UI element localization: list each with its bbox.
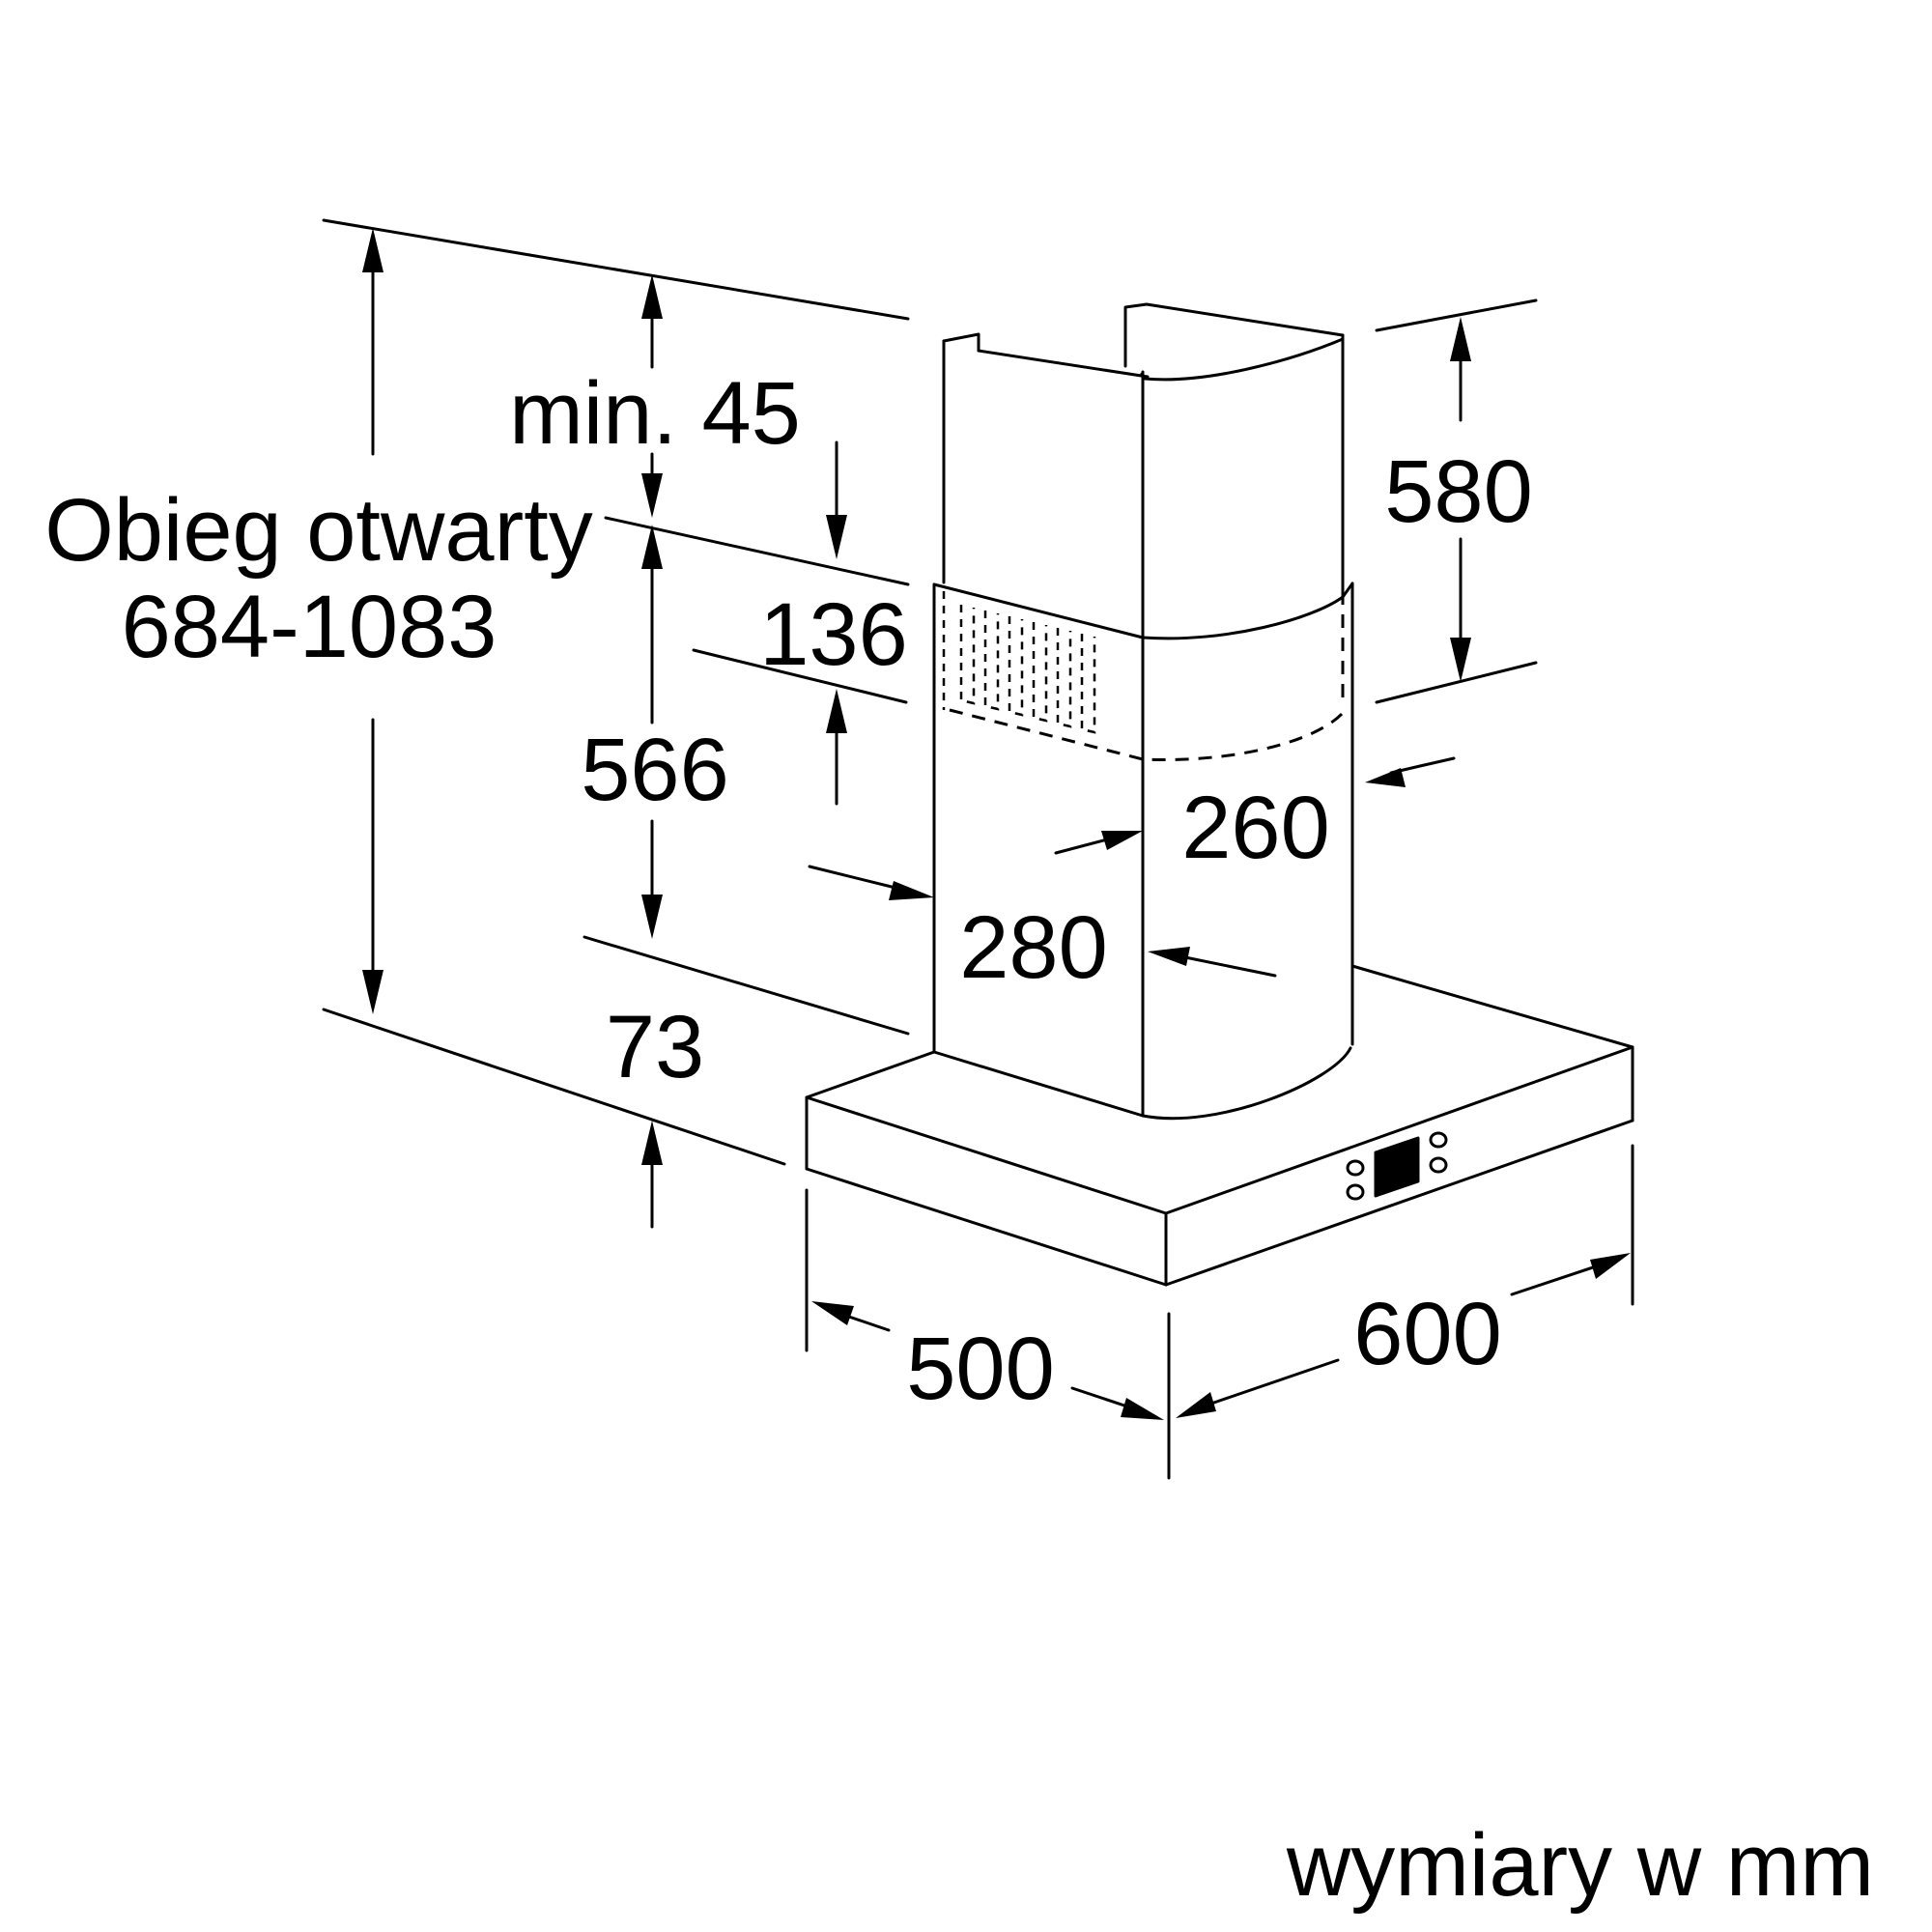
canopy-top-front-right [1164, 1045, 1634, 1215]
upper-chimney-curve [1140, 337, 1345, 382]
canopy-bottom-right [1164, 1119, 1634, 1287]
arrow-136-bottom [826, 689, 847, 733]
upper-chimney-top-left [942, 332, 980, 353]
label-260: 260 [1181, 779, 1330, 877]
arrow-500-left [811, 1301, 854, 1325]
dimension-lines [362, 228, 1631, 1420]
arrow-260-right [1365, 768, 1406, 787]
arrow-580-bottom [1450, 638, 1471, 682]
canopy-top-left [805, 1050, 1145, 1118]
arrow-overall-bottom [362, 970, 384, 1014]
canopy-bottom-left [805, 1167, 1168, 1287]
upper-chimney-top-edge [977, 349, 1150, 379]
arrow-min45-top [641, 274, 663, 319]
dim-280-right [1179, 954, 1277, 978]
control-button-1 [1346, 1159, 1365, 1177]
ext-ceiling-left [322, 218, 910, 321]
label-566: 566 [581, 721, 729, 819]
hidden-vent-slots [959, 605, 1096, 734]
arrow-600-left [1176, 1392, 1216, 1418]
dim-600-right [1510, 1264, 1601, 1296]
hidden-chimney-edge [949, 708, 1345, 761]
label-circulation: Obieg otwarty [44, 481, 593, 580]
dim-500-left [838, 1312, 891, 1332]
label-600: 600 [1353, 1285, 1502, 1383]
lower-chimney-top-left [932, 582, 1145, 639]
control-button-3 [1429, 1131, 1448, 1149]
canopy-top-front-left [805, 1095, 1168, 1215]
ext-chimney-bottom [582, 935, 910, 1036]
ext-canopy-bottom [322, 1008, 786, 1166]
extension-lines [322, 218, 1634, 1480]
arrow-280-left [889, 881, 934, 900]
label-580: 580 [1384, 442, 1533, 541]
dim-500-right [1070, 1386, 1132, 1409]
label-min-45: min. 45 [509, 364, 801, 463]
label-280: 280 [959, 898, 1108, 997]
arrow-566-top [641, 525, 663, 569]
control-button-4 [1429, 1156, 1448, 1174]
upper-chimney-top-right [1123, 302, 1345, 368]
label-circulation-range: 684-1083 [122, 578, 497, 676]
canopy-top-back-right [1350, 964, 1634, 1049]
arrow-260-left [1101, 831, 1143, 850]
ext-upper-bottom-right [1375, 661, 1538, 704]
dim-600-left [1201, 1358, 1340, 1408]
units-note: wymiary w mm [1286, 1816, 1874, 1915]
arrow-73 [641, 1121, 663, 1165]
dimension-labels: min. 45 Obieg otwarty 684-1083 136 566 7… [44, 364, 1533, 1418]
arrow-136-top [826, 515, 847, 559]
arrow-580-top [1450, 317, 1471, 361]
ext-ceiling-right [1375, 298, 1538, 332]
ext-chimney-top [604, 516, 910, 586]
label-136: 136 [759, 585, 908, 684]
control-button-2 [1346, 1183, 1365, 1201]
lower-chimney-top-curve [1141, 582, 1354, 640]
dim-260-left [1054, 837, 1113, 855]
arrow-500-right [1121, 1398, 1164, 1420]
lower-chimney-bottom-curve [1141, 1046, 1352, 1121]
hood-outline [805, 302, 1634, 1287]
arrow-280-right [1148, 947, 1190, 966]
display-window [1374, 1136, 1420, 1198]
label-500: 500 [906, 1320, 1055, 1418]
dim-280-left [808, 865, 905, 892]
arrow-overall-top [362, 228, 384, 272]
ext-vent-bottom [692, 648, 908, 704]
arrow-min45-bottom [641, 473, 663, 518]
label-73: 73 [606, 998, 704, 1096]
control-panel [1346, 1131, 1448, 1201]
arrow-600-right [1590, 1253, 1631, 1279]
arrow-566-bottom [641, 895, 663, 939]
